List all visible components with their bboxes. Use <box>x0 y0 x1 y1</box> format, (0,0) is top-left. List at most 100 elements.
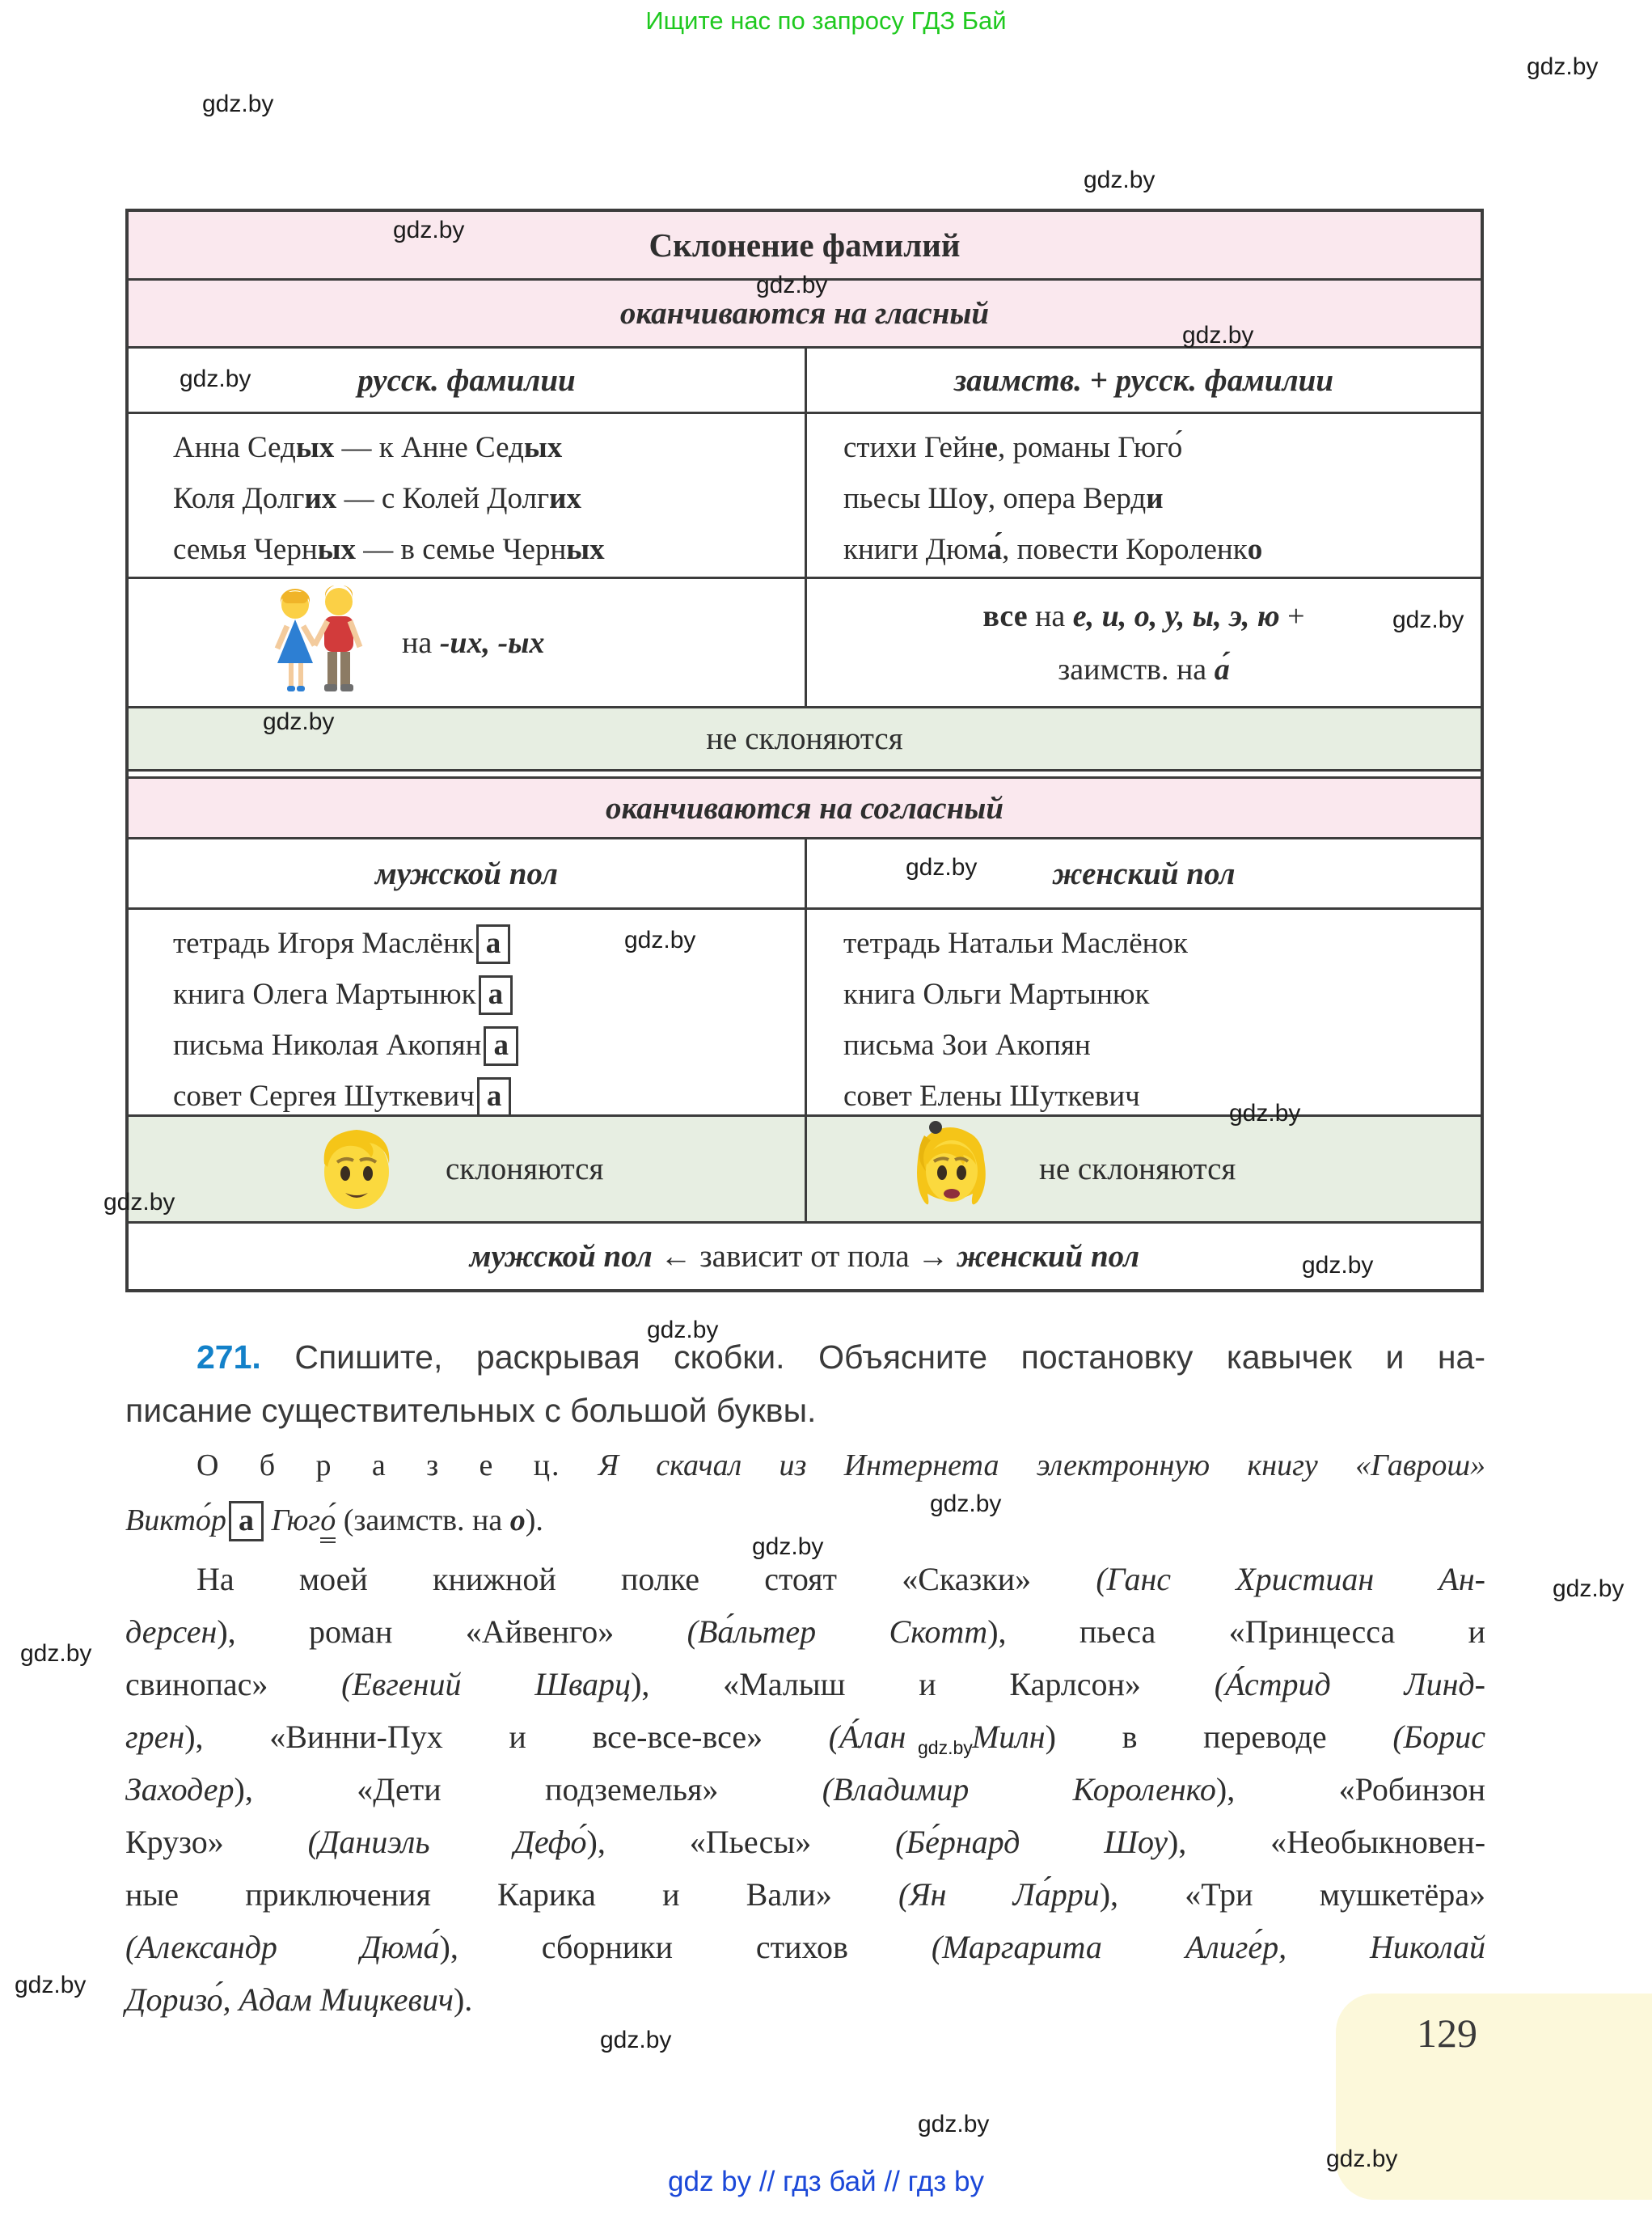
boy-face-icon <box>315 1122 399 1216</box>
text-line: книга Ольги Мартынюк <box>843 978 1150 1011</box>
gdz-watermark: gdz.by <box>600 2027 672 2053</box>
col-header-female: женский пол <box>805 839 1481 907</box>
text-line: книги Дюма́, повести Короленко <box>843 533 1263 566</box>
text-line: стихи Гейне, романы Гюго́ <box>843 431 1183 464</box>
gdz-watermark: gdz.by <box>180 366 251 392</box>
text-line: семья Черных — в семье Черных <box>173 533 605 566</box>
gdz-watermark: gdz.by <box>15 1972 87 1998</box>
gdz-watermark: gdz.by <box>1392 607 1464 633</box>
gdz-watermark: gdz.by <box>752 1533 824 1560</box>
text-line: Доризо́, Адам Мицкевич). <box>125 1981 473 2018</box>
table-title: Склонение фамилий <box>129 212 1481 278</box>
gdz-watermark: gdz.by <box>263 708 335 735</box>
gdz-watermark: gdz.by <box>930 1490 1002 1517</box>
section-vowel-heading-text: оканчиваются на гласный <box>619 296 990 331</box>
col-header-borrowed-surnames: заимств. + русск. фамилии <box>805 349 1481 412</box>
text-line: писание существительных с большой буквы. <box>125 1392 817 1429</box>
text-line: пьесы Шоу, опера Верди <box>843 482 1164 515</box>
text-line: Анна Седых — к Анне Седых <box>173 431 563 464</box>
gdz-watermark: gdz.by <box>918 1737 973 1758</box>
page-number: 129 <box>1417 2010 1477 2056</box>
gender-rule-footer: мужской пол ← зависит от пола → женский … <box>129 1221 1481 1289</box>
vowel-rule-row: на -их, -ых все на е, и, о, у, ы, э, ю +… <box>129 577 1481 706</box>
text-line: грен), «Винни-Пух и все-все-все» (А́лан … <box>125 1719 1486 1755</box>
gdz-watermark: gdz.by <box>1302 1252 1374 1279</box>
text-line: все на е, и, о, у, ы, э, ю + <box>982 598 1305 633</box>
text-line: Заходер), «Дети подземелья» (Владимир Ко… <box>125 1771 1485 1808</box>
exercise-instruction: 271. Спишите, раскрывая скобки. Объяснит… <box>125 1330 1485 1437</box>
vowel-rule-endings: на -их, -ых <box>402 625 545 660</box>
section-consonant-heading: оканчиваются на согласный <box>129 779 1481 837</box>
declension-table: Склонение фамилий оканчиваются на гласны… <box>125 209 1484 1292</box>
col-header-male-text: мужской пол <box>375 856 558 891</box>
col-header-russian-surnames: русск. фамилии <box>129 349 805 412</box>
promo-banner: Ищите нас по запросу ГДЗ Бай <box>645 6 1007 35</box>
gdz-watermark: gdz.by <box>1229 1100 1301 1127</box>
table-title-text: Склонение фамилий <box>649 226 961 264</box>
exercise-sample: О б р а з е ц. Я скачал из Интернета эле… <box>125 1438 1485 1548</box>
gdz-watermark: gdz.by <box>1182 322 1254 349</box>
col-header-male: мужской пол <box>129 839 805 907</box>
text-line: свинопас» (Евгений Шварц), «Малыш и Карл… <box>125 1666 1485 1702</box>
text-line: На моей книжной полке стоят «Сказки» (Га… <box>196 1561 1485 1597</box>
page-number-tab: 129 <box>1336 1994 1652 2200</box>
site-footer-links[interactable]: gdz by // гдз бай // гдз by <box>668 2166 984 2197</box>
consonant-column-headers: мужской пол женский пол <box>129 837 1481 907</box>
vowel-result-row: не склоняются <box>129 706 1481 769</box>
section-vowel-heading: оканчиваются на гласный <box>129 278 1481 346</box>
couple-holding-hands-icon <box>264 585 368 700</box>
vowel-examples-borrowed-lines: стихи Гейне, романы Гюго́ пьесы Шоу, опер… <box>807 414 1481 575</box>
exercise-text: На моей книжной полке стоят «Сказки» (Га… <box>125 1553 1485 2026</box>
gdz-watermark: gdz.by <box>1084 167 1156 193</box>
male-result-text: склоняются <box>446 1152 604 1186</box>
gdz-watermark: gdz.by <box>624 927 696 953</box>
gdz-watermark: gdz.by <box>1527 53 1599 80</box>
vowel-rule-right: все на е, и, о, у, ы, э, ю + заимств. на … <box>805 579 1481 706</box>
gdz-watermark: gdz.by <box>1553 1575 1625 1602</box>
gdz-watermark: gdz.by <box>647 1317 719 1343</box>
gdz-watermark: gdz.by <box>202 91 274 117</box>
consonant-examples-female: тетрадь Натальи Маслёнок книга Ольги Март… <box>805 910 1481 1114</box>
text-line: заимств. на а́ <box>1058 652 1230 687</box>
female-result-text: не склоняются <box>1039 1152 1236 1186</box>
vowel-examples-borrowed: стихи Гейне, романы Гюго́ пьесы Шоу, опер… <box>805 414 1481 577</box>
consonant-examples-female-lines: тетрадь Натальи Маслёнок книга Ольги Март… <box>807 910 1481 1122</box>
gender-rule-footer-text: мужской пол ← зависит от пола → женский … <box>469 1239 1140 1274</box>
text-line: письма Зои Акопян <box>843 1029 1091 1062</box>
text-line: (Александр Дюма́), сборники стихов (Марг… <box>125 1929 1485 1965</box>
gdz-watermark: gdz.by <box>393 217 465 243</box>
text-line: Коля Долгих — с Колей Долгих <box>173 482 581 515</box>
col-header-borrowed-surnames-text: заимств. + русск. фамилии <box>953 362 1334 398</box>
text-line: дерсен), роман «Айвенго» (Ва́льтер Скотт… <box>125 1613 1485 1650</box>
text-line: ные приключения Карика и Вали» (Ян Ла́рр… <box>125 1876 1485 1913</box>
vowel-column-headers: русск. фамилии заимств. + русск. фамилии <box>129 346 1481 412</box>
gdz-watermark: gdz.by <box>756 272 828 298</box>
gdz-watermark: gdz.by <box>918 2111 990 2137</box>
text-line: совет Елены Шуткевич <box>843 1080 1140 1113</box>
text-line: тетрадь Натальи Маслёнок <box>843 927 1188 960</box>
gdz-watermark: gdz.by <box>906 854 978 881</box>
consonant-result-row: склоняются <box>129 1114 1481 1221</box>
text-line: Крузо» (Даниэль Дефо́), «Пьесы» (Бе́рнар… <box>125 1824 1486 1860</box>
blonde-woman-face-icon <box>908 1119 992 1219</box>
gdz-watermark: gdz.by <box>1326 2146 1398 2172</box>
vowel-rule-left: на -их, -ых <box>129 579 805 706</box>
text-line: О б р а з е ц. Я скачал из Интернета эле… <box>196 1448 1485 1482</box>
vowel-rule-right-lines: все на е, и, о, у, ы, э, ю + заимств. на … <box>982 590 1304 696</box>
gdz-watermark: gdz.by <box>20 1640 92 1667</box>
male-result-cell: склоняются <box>129 1117 805 1221</box>
text-line: 271. Спишите, раскрывая скобки. Объяснит… <box>196 1338 1485 1376</box>
gdz-watermark: gdz.by <box>104 1189 175 1216</box>
col-header-russian-surnames-text: русск. фамилии <box>357 362 576 398</box>
